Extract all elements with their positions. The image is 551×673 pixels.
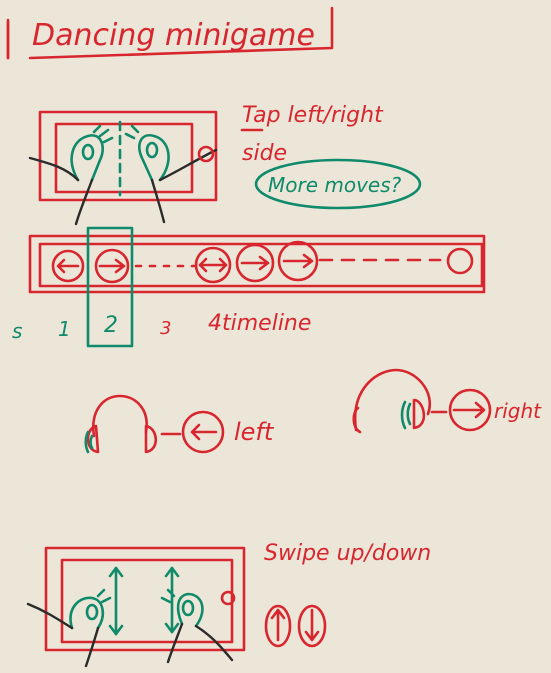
headphones-left-sketch [84, 394, 225, 454]
title-box: Dancing minigame [6, 6, 334, 60]
current-beat-highlight [86, 226, 134, 348]
note-right-arrow-2 [235, 243, 275, 283]
down-arrow-icon [297, 604, 327, 648]
headphones-right-label: right [494, 399, 542, 423]
headphones-left-label: left [234, 418, 275, 446]
swipe-label: Swipe up/down [264, 541, 431, 566]
up-arrow-icon [264, 604, 292, 648]
tap-phone-sketch [28, 110, 218, 226]
title-text: Dancing minigame [32, 18, 315, 53]
timeline-num-s: s [12, 319, 22, 343]
note-right-arrow [94, 248, 130, 284]
more-moves-bubble[interactable]: More moves? [254, 158, 422, 210]
note-double-arrow [194, 246, 232, 284]
swipe-phone-sketch [26, 546, 246, 668]
note-empty [446, 247, 474, 275]
tap-label-line2: side [242, 141, 287, 166]
timeline [28, 226, 486, 348]
timeline-num-3: 3 [160, 318, 171, 339]
headphones-right-sketch [352, 368, 492, 434]
note-left-arrow [51, 249, 85, 283]
note-right-arrow-3 [277, 240, 319, 282]
timeline-label: 4timeline [208, 311, 311, 336]
right-arrow-icon [448, 388, 492, 432]
timeline-num-1: 1 [58, 317, 71, 341]
left-arrow-icon [181, 410, 225, 454]
tap-label-line1: Tap left/right [242, 103, 384, 128]
more-moves-text: More moves? [268, 173, 402, 197]
timeline-num-2: 2 [104, 313, 118, 338]
